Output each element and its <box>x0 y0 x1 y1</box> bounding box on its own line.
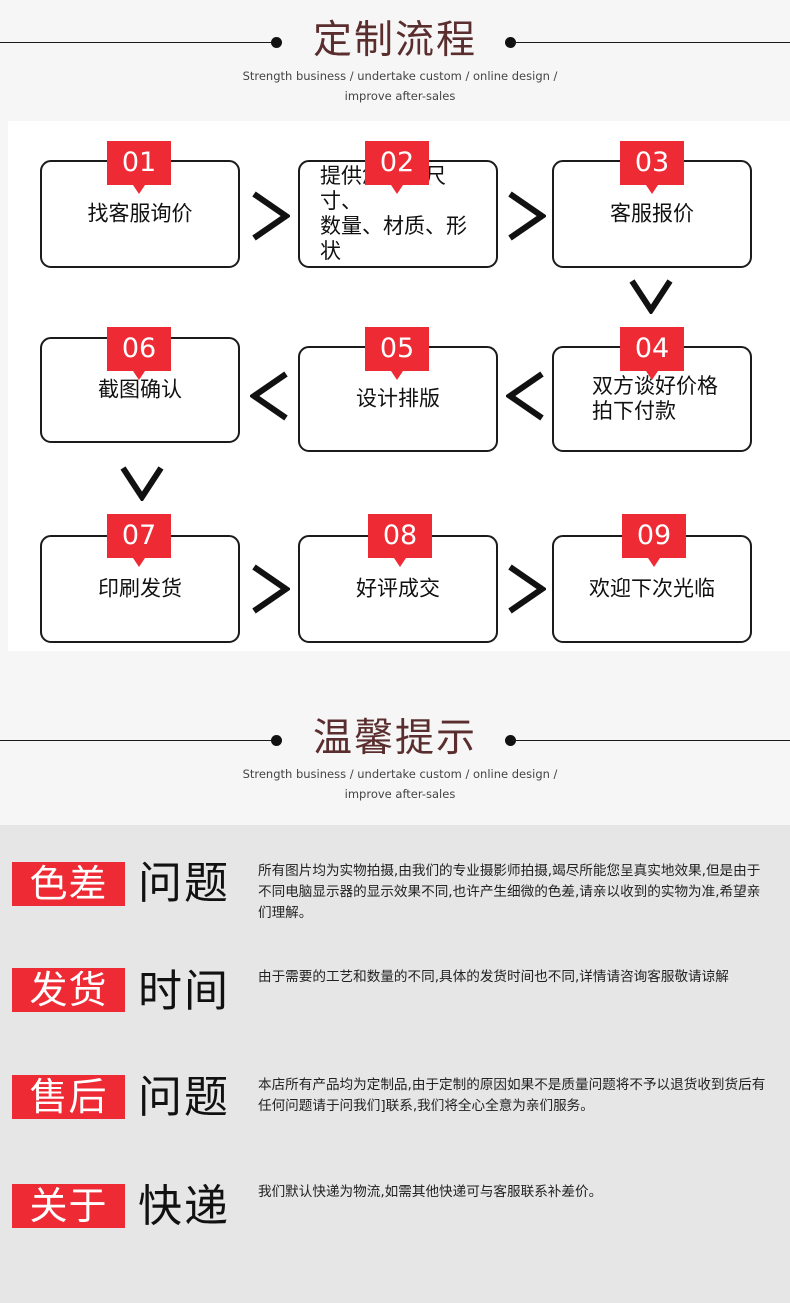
tip-heading: 时间 <box>138 966 230 1017</box>
divider-line <box>512 740 790 741</box>
tip-tag: 色差 <box>12 862 125 906</box>
divider-line <box>0 740 275 741</box>
tip-tag: 售后 <box>12 1075 125 1119</box>
tip-tag: 关于 <box>12 1184 125 1228</box>
tip-color-difference: 色差 问题 所有图片均为实物拍摄,由我们的专业摄影师拍摄,竭尽所能您呈真实地效果… <box>0 856 790 936</box>
step-number-badge: 03 <box>620 141 684 194</box>
step-number-badge: 09 <box>622 514 686 567</box>
section-header-tips: 温馨提示 Strength business / undertake custo… <box>0 698 790 808</box>
section-title: 定制流程 <box>312 18 477 63</box>
step-text: 双方谈好价格 拍下付款 <box>592 374 718 423</box>
subtitle-line: improve after-sales <box>344 787 456 801</box>
step-card-04: 双方谈好价格 拍下付款 <box>552 346 752 452</box>
chevron-down-icon <box>120 466 164 501</box>
step-text: 截图确认 <box>98 377 182 402</box>
step-text: 欢迎下次光临 <box>589 576 715 601</box>
step-number-badge: 06 <box>107 327 171 380</box>
chevron-left-icon <box>506 371 544 421</box>
chevron-right-icon <box>508 191 546 241</box>
step-card-06: 截图确认 <box>40 337 240 443</box>
subtitle-line: Strength business / undertake custom / o… <box>242 69 558 83</box>
chevron-down-icon <box>629 279 673 314</box>
subtitle-line: Strength business / undertake custom / o… <box>242 767 558 781</box>
step-number-badge: 08 <box>368 514 432 567</box>
subtitle-line: improve after-sales <box>344 89 456 103</box>
section-subtitle: Strength business / undertake custom / o… <box>230 66 570 106</box>
step-text: 设计排版 <box>356 386 440 411</box>
section-title: 温馨提示 <box>312 716 477 761</box>
step-card-05: 设计排版 <box>298 346 498 452</box>
tip-after-sales: 售后 问题 本店所有产品均为定制品,由于定制的原因如果不是质量问题将不予以退货收… <box>0 1068 790 1148</box>
chevron-right-icon <box>252 191 290 241</box>
step-text: 好评成交 <box>356 576 440 601</box>
tip-description: 本店所有产品均为定制品,由于定制的原因如果不是质量问题将不予以退货收到货后有任何… <box>258 1077 766 1114</box>
tip-heading: 问题 <box>138 858 230 909</box>
divider-line <box>0 42 275 43</box>
divider-dot <box>271 37 282 48</box>
step-number-badge: 07 <box>107 514 171 567</box>
divider-dot <box>505 735 516 746</box>
tip-express: 关于 快递 我们默认快递为物流,如需其他快递可与客服联系补差价。 <box>0 1176 790 1256</box>
step-number-badge: 05 <box>365 327 429 380</box>
step-number-badge: 02 <box>365 141 429 194</box>
tip-description: 我们默认快递为物流,如需其他快递可与客服联系补差价。 <box>258 1184 603 1200</box>
tip-heading: 问题 <box>138 1072 230 1123</box>
step-text: 客服报价 <box>610 201 694 226</box>
step-number-badge: 04 <box>620 327 684 380</box>
divider-dot <box>505 37 516 48</box>
chevron-right-icon <box>508 564 546 614</box>
tips-panel <box>0 825 790 1303</box>
chevron-right-icon <box>252 564 290 614</box>
step-number-badge: 01 <box>107 141 171 194</box>
tip-description: 由于需要的工艺和数量的不同,具体的发货时间也不同,详情请咨询客服敬请谅解 <box>258 969 729 985</box>
section-header-process: 定制流程 Strength business / undertake custo… <box>0 0 790 110</box>
tip-description: 所有图片均为实物拍摄,由我们的专业摄影师拍摄,竭尽所能您呈真实地效果,但是由于不… <box>258 863 761 921</box>
tip-shipping-time: 发货 时间 由于需要的工艺和数量的不同,具体的发货时间也不同,详情请咨询客服敬请… <box>0 962 790 1042</box>
divider-dot <box>271 735 282 746</box>
tip-tag: 发货 <box>12 968 125 1012</box>
step-text: 印刷发货 <box>98 576 182 601</box>
step-text: 找客服询价 <box>87 201 193 226</box>
tip-heading: 快递 <box>138 1181 230 1232</box>
divider-line <box>512 42 790 43</box>
chevron-left-icon <box>250 371 288 421</box>
section-subtitle: Strength business / undertake custom / o… <box>230 764 570 804</box>
